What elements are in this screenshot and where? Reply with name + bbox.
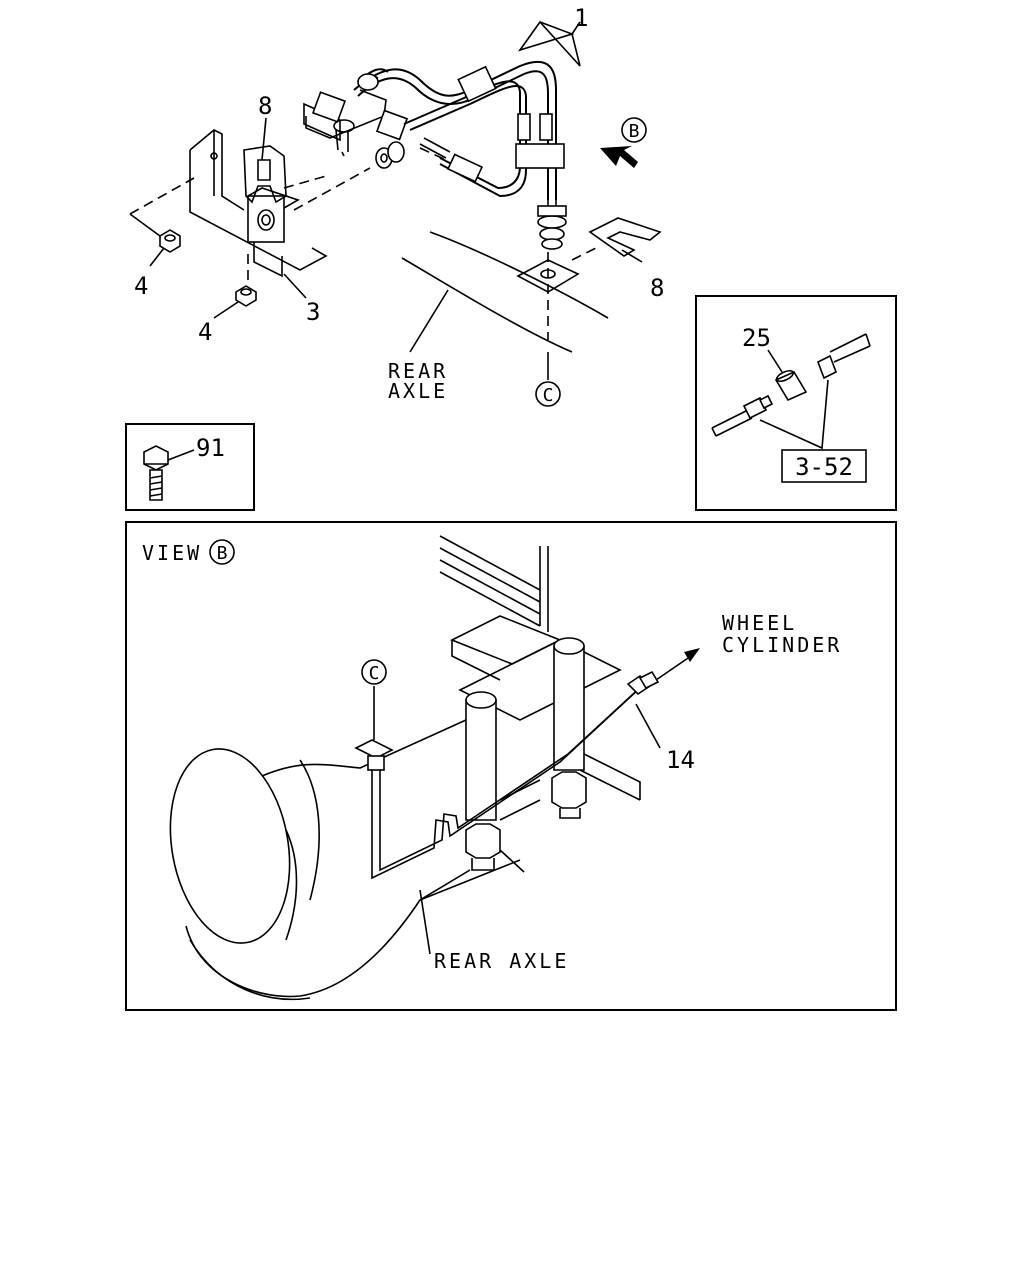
clip-part-8-left (243, 145, 287, 204)
u-bolt-left (465, 691, 501, 871)
callout-4-lower: 4 (198, 318, 212, 346)
callout-1: 1 (574, 4, 588, 32)
view-b-direction-arrow (600, 146, 638, 168)
bracket-part-3 (189, 129, 328, 278)
reference-3-52: 3-52 (795, 453, 853, 481)
point-c-marker-view-b: C (361, 659, 387, 685)
detail-box-union: 25 3-52 (695, 295, 897, 511)
rear-axle-label-top-line1: REAR (388, 359, 448, 383)
callout-8-left: 8 (258, 92, 272, 120)
view-caption-b-marker: B (209, 539, 235, 565)
callout-14: 14 (666, 746, 695, 774)
wheel-cylinder-label-line1: WHEEL (722, 611, 797, 635)
svg-text:C: C (543, 385, 554, 406)
assembly-guide-lines (129, 147, 601, 380)
callout-3: 3 (306, 298, 320, 326)
nut-part-4-upper (159, 229, 181, 253)
junction-block (303, 89, 409, 157)
brake-pipe-assembly-part-1 (353, 60, 567, 250)
view-b-panel: VIEW B (125, 521, 897, 1011)
nut-part-4-lower (235, 285, 257, 307)
callout-14-leader (635, 703, 661, 749)
callout-leaders-top (149, 21, 643, 353)
callout-8-right: 8 (650, 274, 664, 302)
svg-text:B: B (629, 121, 640, 142)
rear-axle-label-top-line2: AXLE (388, 379, 448, 403)
callout-91: 91 (196, 434, 225, 462)
detail-box-bolt: 91 (125, 423, 255, 511)
clip-part-8-right (588, 217, 662, 257)
rear-axle-leader (419, 889, 431, 955)
rear-axle-label-view-b: REAR AXLE (434, 949, 569, 973)
u-bolt-right (551, 637, 587, 819)
rear-axle-housing-view-b (169, 719, 521, 1001)
wheel-cylinder-arrow (655, 648, 700, 681)
brake-pipe-part-14 (354, 670, 660, 880)
callout-25: 25 (742, 324, 771, 352)
point-c-marker-top: C (535, 381, 561, 407)
wheel-cylinder-label-line2: CYLINDER (722, 633, 842, 657)
view-b-marker: B (621, 117, 647, 143)
rear-axle-housing-top (401, 231, 609, 353)
top-assembly: 1 8 4 4 3 8 B C REAR AXLE (129, 4, 664, 407)
svg-text:C: C (369, 663, 380, 684)
view-caption: VIEW (142, 541, 202, 565)
svg-text:B: B (217, 543, 228, 564)
u-bolt-leader (499, 849, 525, 873)
callout-4-upper: 4 (134, 272, 148, 300)
